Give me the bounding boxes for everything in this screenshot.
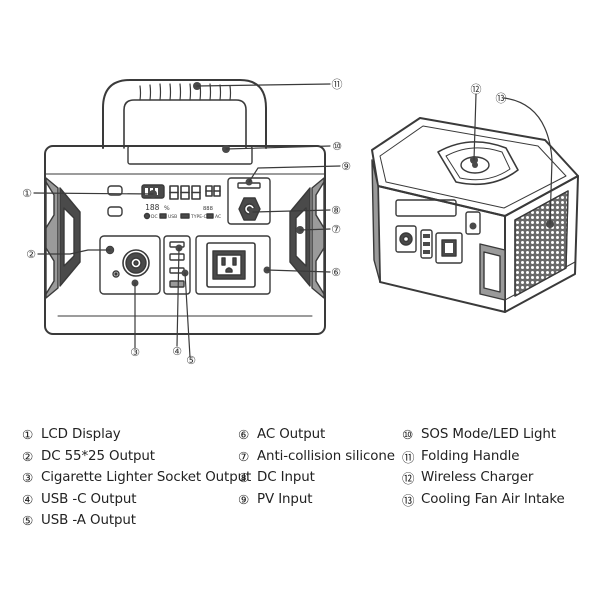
perspective-view bbox=[371, 93, 579, 313]
callout-8: ⑧ bbox=[331, 204, 341, 217]
legend-label: DC Input bbox=[257, 470, 315, 486]
legend-item: ② DC 55*25 Output bbox=[22, 446, 251, 468]
callout-4: ④ bbox=[172, 345, 182, 358]
legend-label: Cooling Fan Air Intake bbox=[421, 491, 565, 507]
callout-7: ⑦ bbox=[331, 223, 341, 236]
wireless-charger-pad bbox=[437, 141, 519, 186]
callout-10: ⑩ bbox=[332, 140, 342, 153]
legend-item: ⑩ SOS Mode/LED Light bbox=[402, 424, 565, 446]
legend-label: USB -C Output bbox=[41, 491, 137, 507]
legend-item: ⑫ Wireless Charger bbox=[402, 467, 565, 489]
callout-12: ⑫ bbox=[471, 83, 482, 96]
legend-number: ⑥ bbox=[238, 427, 250, 443]
legend-column-2: ⑥ AC Output ⑦ Anti-collision silicone ⑧ DC … bbox=[238, 424, 395, 510]
legend-number: ⑩ bbox=[402, 427, 414, 443]
legend-number: ④ bbox=[22, 491, 34, 507]
legend-number: ⑫ bbox=[402, 471, 415, 487]
lcd-label-usb: USB bbox=[168, 214, 177, 220]
legend-label: LCD Display bbox=[41, 427, 121, 443]
callout-11: ⑪ bbox=[332, 78, 343, 91]
legend-label: SOS Mode/LED Light bbox=[421, 427, 556, 443]
legend-item: ⑬ Cooling Fan Air Intake bbox=[402, 489, 565, 511]
legend: ① LCD Display ② DC 55*25 Output ③ Cigarette… bbox=[0, 424, 600, 574]
legend-column-3: ⑩ SOS Mode/LED Light ⑪ Folding Handle ⑫ Wir… bbox=[402, 424, 565, 510]
legend-item: ⑤ USB -A Output bbox=[22, 510, 251, 532]
lcd-display: 188 % 888 DC USB TYPE-C AC bbox=[107, 184, 221, 220]
callout-13: ⑬ bbox=[496, 92, 507, 105]
legend-number: ⑪ bbox=[402, 449, 415, 465]
callout-1: ① bbox=[22, 187, 32, 200]
cooling-fan-grill bbox=[514, 190, 569, 297]
lcd-unit: % bbox=[164, 205, 170, 212]
legend-item: ⑦ Anti-collision silicone bbox=[238, 446, 395, 468]
legend-label: USB -A Output bbox=[41, 513, 136, 529]
folding-handle bbox=[102, 79, 267, 149]
lcd-label-ac: AC bbox=[215, 214, 221, 220]
callout-2: ② bbox=[26, 248, 36, 261]
legend-number: ① bbox=[22, 427, 34, 443]
legend-number: ③ bbox=[22, 470, 34, 486]
legend-item: ③ Cigarette Lighter Socket Output bbox=[22, 467, 251, 489]
lcd-label-dc: DC bbox=[151, 214, 158, 220]
left-bumper bbox=[45, 177, 81, 299]
front-view: 188 % 888 DC USB TYPE-C AC bbox=[33, 79, 341, 358]
legend-label: Wireless Charger bbox=[421, 470, 534, 486]
legend-column-1: ① LCD Display ② DC 55*25 Output ③ Cigarette… bbox=[22, 424, 251, 532]
callout-3: ③ bbox=[130, 346, 140, 359]
ac-output-panel bbox=[195, 235, 271, 295]
legend-item: ④ USB -C Output bbox=[22, 489, 251, 511]
legend-number: ⑤ bbox=[22, 513, 34, 529]
callout-6: ⑥ bbox=[331, 266, 341, 279]
callout-5: ⑤ bbox=[186, 354, 196, 367]
lcd-label-typec: TYPE-C bbox=[190, 214, 207, 220]
legend-label: Folding Handle bbox=[421, 448, 520, 464]
legend-number: ⑧ bbox=[238, 470, 250, 486]
legend-number: ⑨ bbox=[238, 491, 250, 507]
legend-number: ⑦ bbox=[238, 448, 250, 464]
legend-label: AC Output bbox=[257, 427, 326, 443]
legend-item: ⑨ PV Input bbox=[238, 489, 395, 511]
legend-label: Cigarette Lighter Socket Output bbox=[41, 470, 252, 486]
legend-item: ⑪ Folding Handle bbox=[402, 446, 565, 468]
legend-number: ⑬ bbox=[402, 492, 415, 508]
lcd-percent-digits: 188 bbox=[145, 203, 160, 212]
legend-label: Anti-collision silicone bbox=[257, 448, 395, 464]
product-diagram: 188 % 888 DC USB TYPE-C AC bbox=[22, 78, 579, 367]
right-bumper bbox=[289, 177, 325, 299]
legend-item: ⑥ AC Output bbox=[238, 424, 395, 446]
lcd-small-digits: 888 bbox=[203, 206, 213, 212]
legend-label: PV Input bbox=[257, 491, 313, 507]
cigarette-lighter-panel bbox=[99, 235, 161, 295]
legend-number: ② bbox=[22, 448, 34, 464]
legend-item: ⑧ DC Input bbox=[238, 467, 395, 489]
legend-label: DC 55*25 Output bbox=[41, 448, 155, 464]
callout-9: ⑨ bbox=[341, 160, 351, 173]
legend-item: ① LCD Display bbox=[22, 424, 251, 446]
